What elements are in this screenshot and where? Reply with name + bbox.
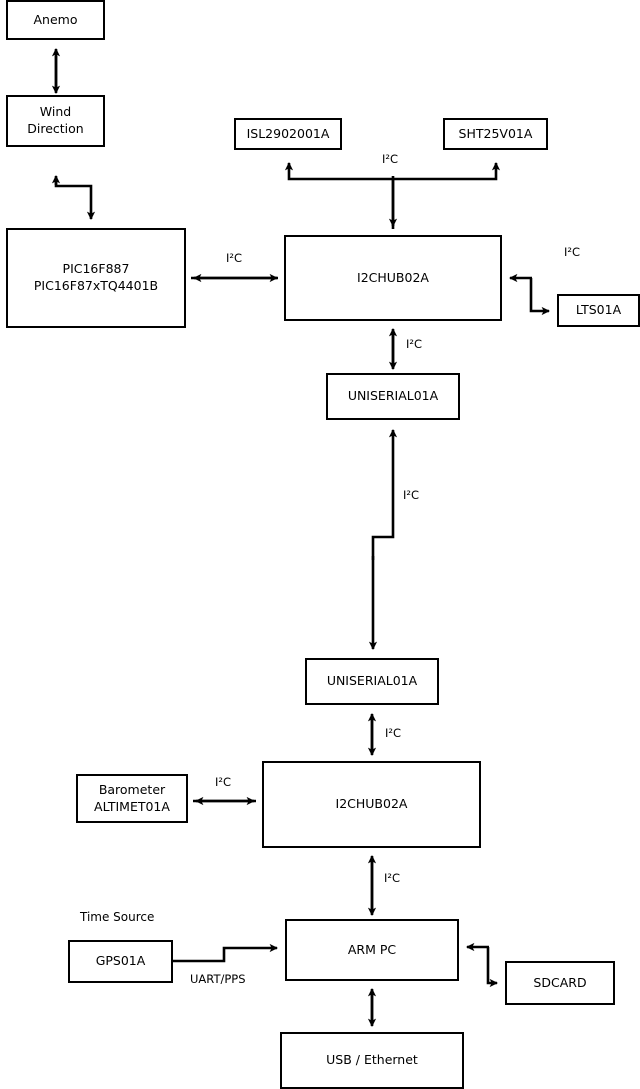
node-i2chub02a-top[interactable]: I2CHUB02A <box>284 235 502 321</box>
node-i2chub02a-bottom[interactable]: I2CHUB02A <box>262 761 481 848</box>
node-uniserial01a-bottom[interactable]: UNISERIAL01A <box>305 658 439 705</box>
node-lts01a[interactable]: LTS01A <box>557 294 640 327</box>
node-usb-ethernet[interactable]: USB / Ethernet <box>280 1032 464 1089</box>
node-sdcard[interactable]: SDCARD <box>505 961 615 1005</box>
node-isl2902001a[interactable]: ISL2902001A <box>234 118 342 150</box>
node-pic-microcontroller[interactable]: PIC16F887 PIC16F87xTQ4401B <box>6 228 186 328</box>
label-i2c-uniserial-hub: I²C <box>385 726 402 740</box>
node-sht25v01a[interactable]: SHT25V01A <box>443 118 548 150</box>
wire-wind-to-pic <box>54 180 96 220</box>
label-i2c-hub-lts: I²C <box>564 245 581 259</box>
label-i2c-hub-uniserial: I²C <box>406 337 423 351</box>
label-time-source: Time Source <box>80 910 155 924</box>
label-i2c-pic-hub: I²C <box>226 251 243 265</box>
node-barometer-altimet01a[interactable]: Barometer ALTIMET01A <box>76 774 188 823</box>
label-i2c-top-bus: I²C <box>382 152 399 166</box>
node-gps01a[interactable]: GPS01A <box>68 940 173 983</box>
wire-uniserialbot-to-top <box>371 429 398 560</box>
label-uart-pps: UART/PPS <box>190 972 246 986</box>
node-anemo[interactable]: Anemo <box>6 0 105 40</box>
wire-hub-to-lts <box>529 278 550 316</box>
node-arm-pc[interactable]: ARM PC <box>285 919 459 981</box>
node-wind-direction[interactable]: Wind Direction <box>6 95 105 147</box>
label-i2c-uniserial-link: I²C <box>403 488 420 502</box>
wire-hub-to-bus <box>284 162 395 229</box>
wire-bus-to-sht <box>393 162 501 181</box>
wire-gps-to-arm <box>173 943 278 963</box>
node-uniserial01a-top[interactable]: UNISERIAL01A <box>326 373 460 420</box>
label-i2c-hub-arm: I²C <box>384 871 401 885</box>
wire-arm-to-sdcard <box>486 947 498 988</box>
label-i2c-barometer-hub: I²C <box>215 775 232 789</box>
